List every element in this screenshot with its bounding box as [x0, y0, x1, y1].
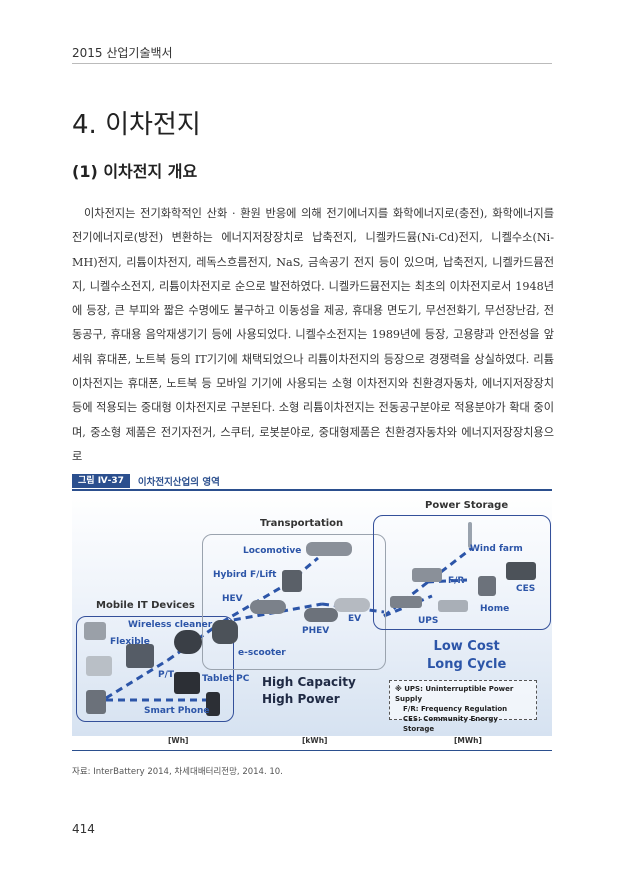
ups-rack-image: [390, 596, 422, 608]
ev-car-image: [334, 598, 370, 612]
chapter-title: 4. 이차전지: [72, 110, 201, 140]
high-capacity-text: High Capacity High Power: [262, 674, 356, 708]
ev-label: EV: [348, 614, 362, 624]
power-storage-box: [373, 515, 551, 630]
figure-caption: 그림 Ⅳ-37 이차전지산업의 영역: [72, 474, 220, 488]
hev-car-image: [250, 600, 286, 614]
power-storage-title: Power Storage: [425, 500, 509, 511]
storage-rack-image: [438, 600, 468, 612]
wind-farm-label: Wind farm: [470, 544, 523, 554]
low-cost-text: Low Cost Long Cycle: [427, 638, 506, 674]
phone-device-image: [86, 690, 106, 714]
phev-label: PHEV: [302, 626, 330, 636]
unit-mwh: [MWh]: [454, 736, 482, 745]
transportation-title: Transportation: [260, 518, 344, 529]
locomotive-image: [306, 542, 352, 556]
phev-car-image: [304, 608, 338, 622]
transportation-box: [202, 534, 386, 670]
ups-label: UPS: [418, 616, 439, 626]
wireless-cleaner-label: Wireless cleaner: [128, 620, 213, 630]
source-note: 자료: InterBattery 2014, 차세대배터리전망, 2014. 1…: [72, 767, 283, 777]
figure-bottom-rule: [72, 750, 552, 751]
low-cost-line: Low Cost: [433, 639, 500, 654]
flexible-label: Flexible: [110, 637, 150, 647]
path-segment: [105, 658, 169, 700]
battery-industry-diagram: Mobile IT Devices Transportation Power S…: [72, 492, 552, 736]
wind-turbine-image: [468, 522, 472, 548]
legend-ups: ※ UPS: Uninterruptible Power Supply: [395, 685, 514, 703]
abbreviation-legend: ※ UPS: Uninterruptible Power Supply F/R:…: [389, 680, 537, 733]
figure-top-rule: [72, 489, 552, 491]
unit-kwh: [kWh]: [302, 736, 328, 745]
forklift-label: Hybird F/Lift: [213, 570, 277, 580]
home-label: Home: [480, 604, 510, 614]
escooter-image: [212, 620, 238, 644]
tablet-pc-label: Tablet PC: [202, 674, 250, 684]
ces-label: CES: [516, 584, 536, 594]
unit-scale: [Wh] [kWh] [MWh]: [72, 736, 552, 748]
forklift-image: [282, 570, 302, 592]
high-capacity-line: High Capacity: [262, 675, 356, 689]
fr-label: F/R: [448, 576, 465, 586]
hev-label: HEV: [222, 594, 243, 604]
ces-unit-image: [506, 562, 536, 580]
power-tool-label: P/T: [158, 670, 175, 680]
tablet-image: [174, 672, 200, 694]
smart-phone-label: Smart Phone: [144, 706, 210, 716]
legend-fr: F/R: Frequency Regulation: [403, 705, 508, 713]
unit-wh: [Wh]: [168, 736, 189, 745]
mobile-devices-title: Mobile IT Devices: [96, 600, 195, 611]
body-paragraph: 이차전지는 전기화학적인 산화 · 환원 반응에 의해 전기에너지를 화학에너지…: [72, 207, 554, 463]
smart-phone-image: [206, 692, 220, 716]
page-number: 414: [72, 822, 95, 836]
locomotive-label: Locomotive: [243, 546, 302, 556]
power-tool-image: [126, 644, 154, 668]
flexible-device-image: [86, 656, 112, 676]
escooter-label: e-scooter: [238, 648, 286, 658]
long-cycle-line: Long Cycle: [427, 657, 507, 672]
figure-title: 이차전지산업의 영역: [137, 477, 220, 488]
running-header: 2015 산업기술백서: [72, 46, 173, 60]
cleaner-device-image: [84, 622, 106, 640]
fr-container-image: [412, 568, 442, 582]
robot-cleaner-image: [174, 630, 202, 654]
legend-ces: CES: Community Energy Storage: [403, 715, 498, 733]
figure-tag: 그림 Ⅳ-37: [72, 474, 130, 488]
high-power-line: High Power: [262, 692, 340, 706]
section-title: (1) 이차전지 개요: [72, 162, 198, 181]
header-divider: [72, 63, 552, 64]
home-unit-image: [478, 576, 496, 596]
